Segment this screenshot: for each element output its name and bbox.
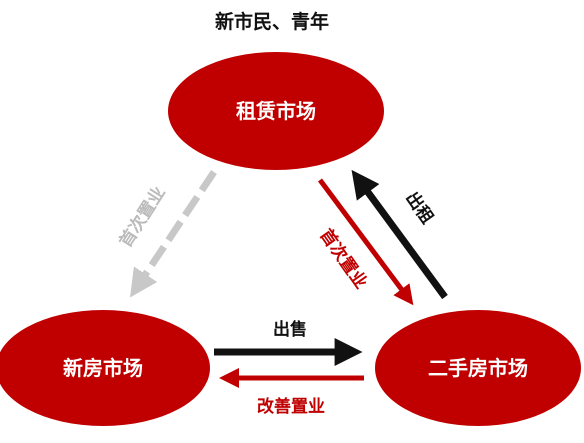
diagram-title: 新市民、青年 [215,10,329,33]
new-home-market-label: 新房市场 [63,356,143,380]
second-hand-market-label: 二手房市场 [428,356,528,380]
sell-label: 出售 [273,319,307,340]
new-home-market-node [0,310,210,426]
rental-market-node [168,52,384,170]
first-purchase-second-hand-arrow [317,178,414,306]
first-purchase-new-home-arrow [129,170,217,298]
lease-out-arrow [351,169,448,300]
upgrade-purchase-label: 改善置业 [257,396,325,417]
lease-out-label: 出租 [401,188,438,228]
first-purchase-new-home-label: 首次置业 [115,183,170,251]
rental-market-label: 租赁市场 [236,99,316,123]
second-hand-market-node [375,310,581,426]
